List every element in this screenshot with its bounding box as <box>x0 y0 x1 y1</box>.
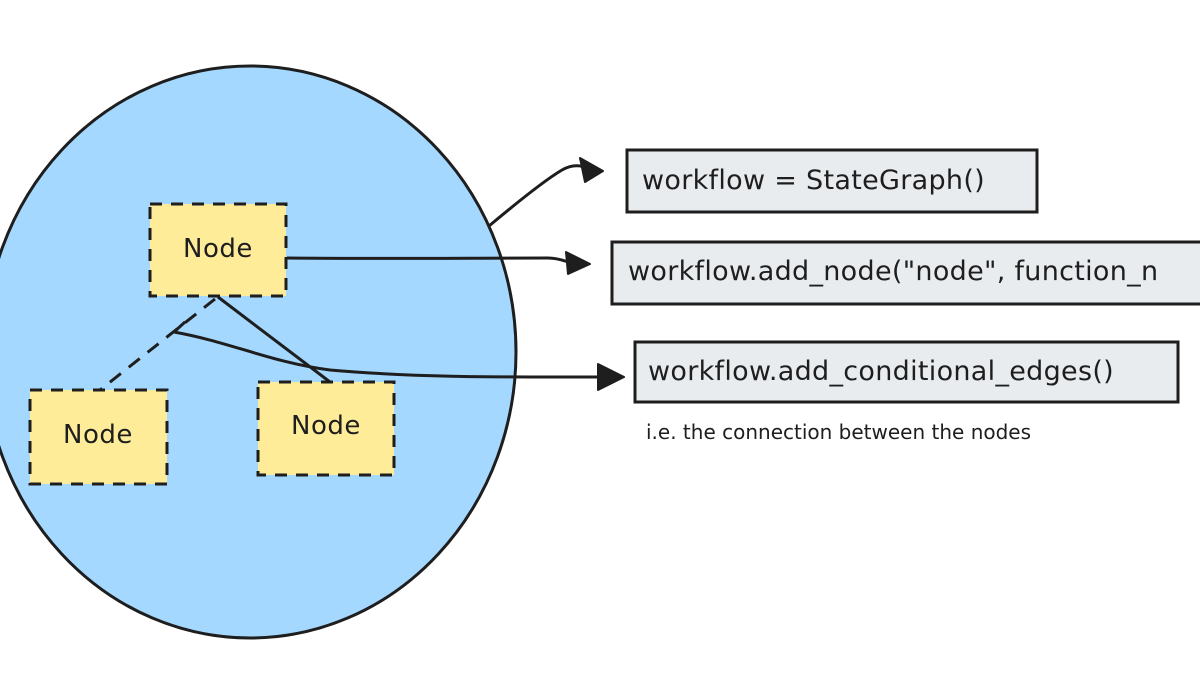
code-box-add-node <box>610 240 1200 306</box>
arrow-stategraph <box>488 164 591 228</box>
arrow-conditional-edges <box>170 320 601 379</box>
code-box-add-conditional-edges <box>633 340 1180 404</box>
edges-note: i.e. the connection between the nodes <box>646 420 1032 444</box>
node-box-right <box>256 380 396 477</box>
code-box-stategraph <box>625 148 1039 214</box>
arrow-add-node <box>286 256 573 265</box>
node-label-left: Node <box>63 420 133 450</box>
code-text-stategraph: workflow = StateGraph() <box>642 165 985 196</box>
graph-circle <box>0 64 518 640</box>
node-box-left <box>28 388 169 486</box>
node-box-top <box>148 202 288 298</box>
arrowhead-add-node <box>565 251 591 275</box>
dashed-edge <box>99 297 216 392</box>
code-text-add-node: workflow.add_node("node", function_n <box>628 256 1159 287</box>
arrowhead-stategraph <box>579 157 604 183</box>
code-text-add-conditional-edges: workflow.add_conditional_edges() <box>648 356 1114 387</box>
arrowhead-conditional-edges <box>597 363 625 391</box>
node-label-right: Node <box>291 411 361 441</box>
node-label-top: Node <box>183 234 253 264</box>
